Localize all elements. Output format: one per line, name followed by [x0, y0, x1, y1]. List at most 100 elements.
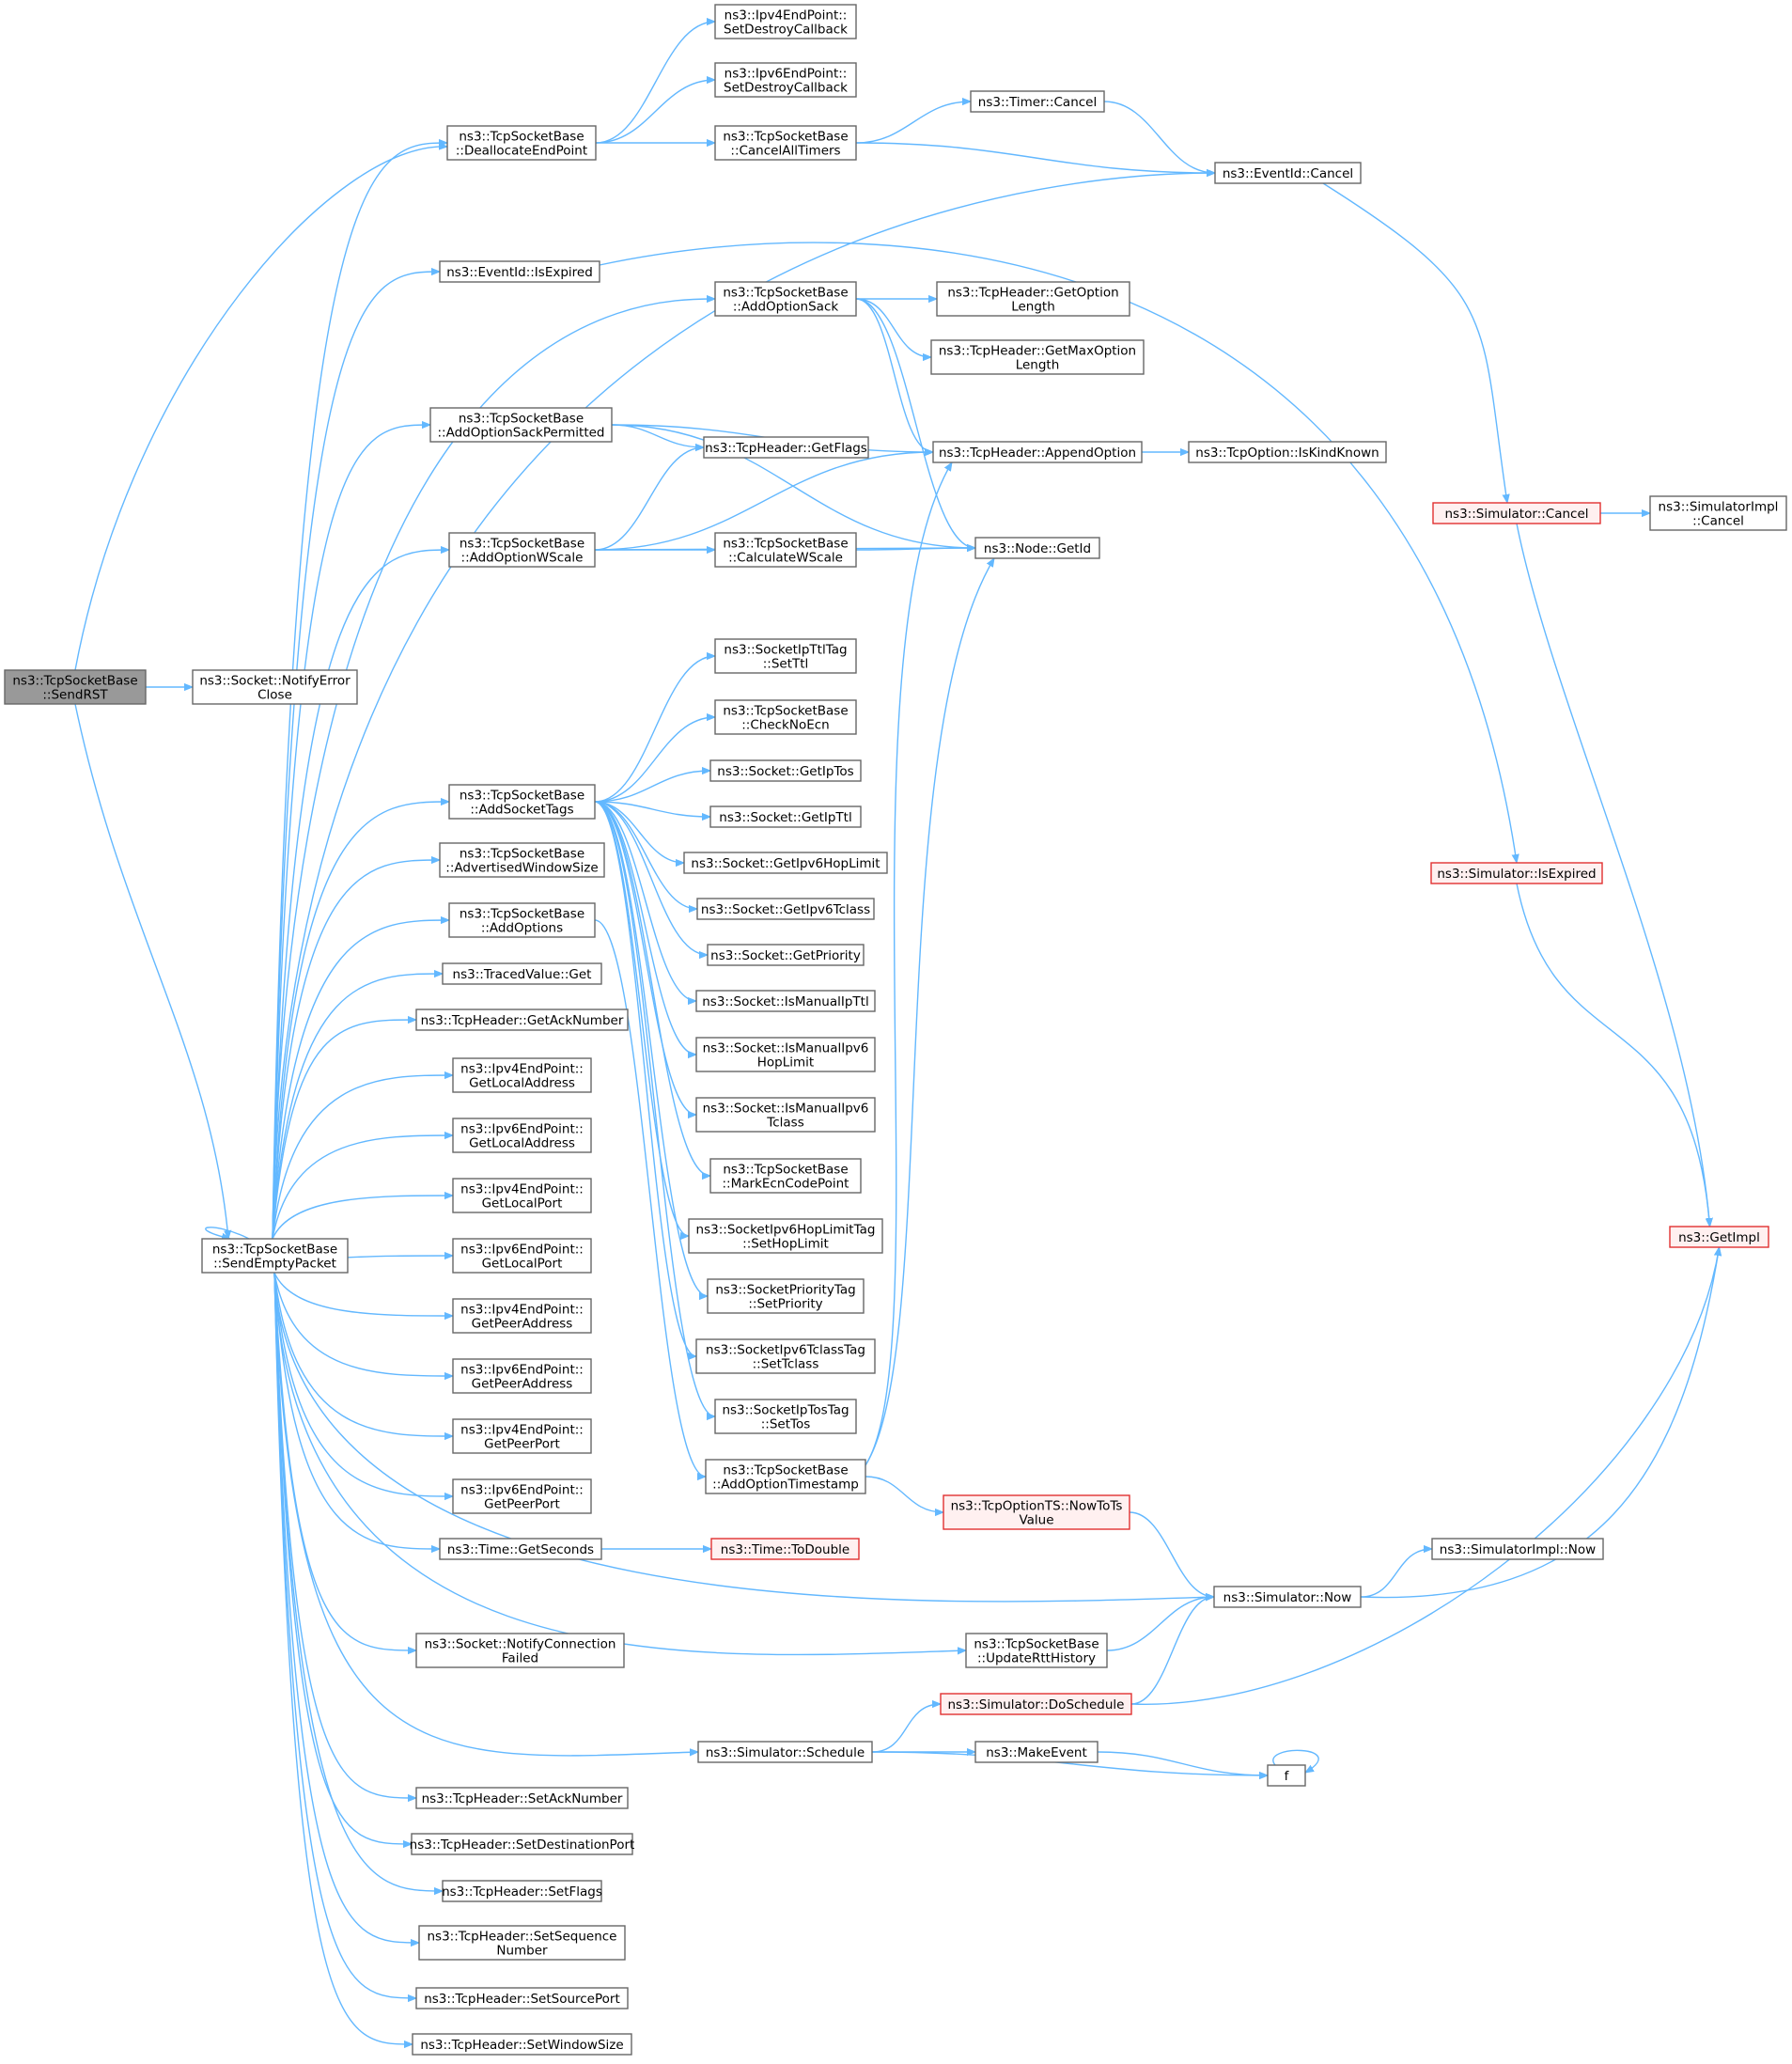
edge-sendemptypacket-to-timegetseconds: [273, 1272, 440, 1549]
edge-cancelalltimers-to-timercancel: [855, 102, 971, 144]
edge-addoptiontimestamp-to-nodegetid: [865, 558, 994, 1466]
node-getipv6hoplimit[interactable]: ns3::Socket::GetIpv6HopLimit: [683, 852, 888, 874]
node-checknoecn[interactable]: ns3::TcpSocketBase::CheckNoEcn: [714, 699, 857, 735]
node-setdestinationport[interactable]: ns3::TcpHeader::SetDestinationPort: [410, 1833, 635, 1855]
node-addsockettags[interactable]: ns3::TcpSocketBase::AddSocketTags: [448, 784, 596, 820]
node-simulatorcancel[interactable]: ns3::Simulator::Cancel: [1432, 502, 1601, 524]
node-cancelalltimers[interactable]: ns3::TcpSocketBase::CancelAllTimers: [714, 125, 857, 161]
node-doschedule[interactable]: ns3::Simulator::DoSchedule: [940, 1693, 1132, 1715]
node-simulatorimplnow[interactable]: ns3::SimulatorImpl::Now: [1431, 1538, 1604, 1560]
node-addoptiontimestamp[interactable]: ns3::TcpSocketBase::AddOptionTimestamp: [705, 1459, 866, 1494]
node-ipv6setdestroy[interactable]: ns3::Ipv6EndPoint::SetDestroyCallback: [714, 62, 857, 98]
node-ipv4getpeerport[interactable]: ns3::Ipv4EndPoint::GetPeerPort: [452, 1418, 592, 1454]
node-timetodouble[interactable]: ns3::Time::ToDouble: [710, 1538, 860, 1560]
node-box: [703, 436, 869, 459]
node-label: ns3::MakeEvent: [986, 1745, 1087, 1760]
node-updatertthistory[interactable]: ns3::TcpSocketBase::UpdateRttHistory: [965, 1633, 1108, 1668]
node-nodegetid[interactable]: ns3::Node::GetId: [974, 537, 1100, 559]
node-sendemptypacket[interactable]: ns3::TcpSocketBase::SendEmptyPacket: [201, 1238, 349, 1274]
node-getflags[interactable]: ns3::TcpHeader::GetFlags: [703, 436, 869, 459]
edge-sendrst-to-sendemptypacket: [74, 703, 228, 1239]
node-box: [439, 1538, 602, 1560]
edge-simulatorschedule-to-f: [871, 1751, 1268, 1775]
node-getipv6tclass[interactable]: ns3::Socket::GetIpv6Tclass: [696, 898, 875, 920]
node-simulatorisexpired[interactable]: ns3::Simulator::IsExpired: [1430, 862, 1603, 884]
node-label: ns3::Node::GetId: [984, 541, 1091, 556]
node-timegetseconds[interactable]: ns3::Time::GetSeconds: [439, 1538, 602, 1560]
node-box: [1213, 1586, 1362, 1608]
node-tracedvalueget[interactable]: ns3::TracedValue::Get: [442, 962, 602, 985]
node-box: [452, 1358, 592, 1394]
node-setsourceport[interactable]: ns3::TcpHeader::SetSourcePort: [415, 1987, 629, 2009]
node-box: [714, 125, 857, 161]
node-eventidisexpired[interactable]: ns3::EventId::IsExpired: [439, 260, 600, 283]
node-ipv4getpeeraddress[interactable]: ns3::Ipv4EndPoint::GetPeerAddress: [452, 1298, 592, 1334]
node-label: ns3::TcpHeader::GetOption: [947, 286, 1118, 301]
node-addoptions[interactable]: ns3::TcpSocketBase::AddOptions: [448, 902, 596, 938]
node-addoptionsackpermitted[interactable]: ns3::TcpSocketBase::AddOptionSackPermitt…: [429, 407, 613, 443]
node-simulatorimplcancel[interactable]: ns3::SimulatorImpl::Cancel: [1649, 495, 1787, 531]
node-label: Length: [1016, 358, 1060, 373]
node-simulatorschedule[interactable]: ns3::Simulator::Schedule: [697, 1741, 873, 1763]
node-getpriority[interactable]: ns3::Socket::GetPriority: [707, 944, 865, 966]
node-label: ::SetTos: [761, 1417, 811, 1432]
node-advertisedwindowsize[interactable]: ns3::TcpSocketBase::AdvertisedWindowSize: [439, 842, 605, 878]
node-getiptos[interactable]: ns3::Socket::GetIpTos: [709, 759, 862, 782]
node-box: [695, 1338, 876, 1374]
node-appendoption[interactable]: ns3::TcpHeader::AppendOption: [932, 441, 1143, 463]
node-setwindowsize[interactable]: ns3::TcpHeader::SetWindowSize: [412, 2033, 632, 2056]
node-label: GetLocalPort: [482, 1196, 563, 1212]
node-box: [1267, 1764, 1306, 1787]
node-simulatornow[interactable]: ns3::Simulator::Now: [1213, 1586, 1362, 1608]
node-box: [415, 1787, 629, 1809]
node-label: ns3::TcpHeader::SetAckNumber: [422, 1791, 623, 1806]
node-f[interactable]: f: [1267, 1764, 1306, 1787]
node-makeevent[interactable]: ns3::MakeEvent: [974, 1741, 1099, 1763]
node-ipv6getpeerport[interactable]: ns3::Ipv6EndPoint::GetPeerPort: [452, 1478, 592, 1514]
edge-addsockettags-to-socketprioritytagset: [594, 801, 709, 1296]
node-box: [1669, 1226, 1769, 1248]
node-eventidcancel[interactable]: ns3::EventId::Cancel: [1214, 162, 1362, 184]
node-box: [1214, 162, 1362, 184]
node-calculatewscale[interactable]: ns3::TcpSocketBase::CalculateWScale: [714, 532, 857, 568]
node-setacknumber[interactable]: ns3::TcpHeader::SetAckNumber: [415, 1787, 629, 1809]
node-timercancel[interactable]: ns3::Timer::Cancel: [970, 90, 1105, 113]
node-label: ::SendRST: [42, 688, 108, 703]
node-label: ns3::Timer::Cancel: [978, 95, 1097, 110]
node-socketiptostagset[interactable]: ns3::SocketIpTosTag::SetTos: [714, 1399, 857, 1434]
node-label: ns3::SocketIpv6TclassTag: [706, 1343, 865, 1358]
node-markecncodepoint[interactable]: ns3::TcpSocketBase::MarkEcnCodePoint: [709, 1158, 862, 1194]
node-setflags[interactable]: ns3::TcpHeader::SetFlags: [442, 1880, 602, 1902]
edge-eventidcancel-to-simulatorcancel: [1322, 182, 1507, 503]
node-ipv4getlocaladdress[interactable]: ns3::Ipv4EndPoint::GetLocalAddress: [452, 1057, 592, 1093]
node-iskindknown[interactable]: ns3::TcpOption::IsKindKnown: [1188, 441, 1387, 463]
node-ismanualipttl[interactable]: ns3::Socket::IsManualIpTtl: [695, 990, 876, 1012]
node-label: GetPeerPort: [484, 1437, 560, 1452]
node-getimpl[interactable]: ns3::GetImpl: [1669, 1226, 1769, 1248]
node-addoptionsack[interactable]: ns3::TcpSocketBase::AddOptionSack: [714, 281, 857, 317]
node-label: ns3::Ipv4EndPoint::: [460, 1062, 584, 1077]
node-getacknumber[interactable]: ns3::TcpHeader::GetAckNumber: [415, 1009, 629, 1031]
node-socketipv6tclasstagset[interactable]: ns3::SocketIpv6TclassTag::SetTclass: [695, 1338, 876, 1374]
node-ipv6getlocaladdress[interactable]: ns3::Ipv6EndPoint::GetLocalAddress: [452, 1118, 592, 1153]
node-socketprioritytagset[interactable]: ns3::SocketPriorityTag::SetPriority: [707, 1278, 865, 1314]
node-sendrst[interactable]: ns3::TcpSocketBase::SendRST: [4, 669, 147, 705]
node-socketipttltagsetttl[interactable]: ns3::SocketIpTtlTag::SetTtl: [714, 638, 857, 674]
node-ipv6getlocalport[interactable]: ns3::Ipv6EndPoint::GetLocalPort: [452, 1238, 592, 1274]
node-deallocateendpoint[interactable]: ns3::TcpSocketBase::DeallocateEndPoint: [446, 125, 597, 161]
node-addoptionwscale[interactable]: ns3::TcpSocketBase::AddOptionWScale: [448, 532, 596, 568]
node-ipv6getpeeraddress[interactable]: ns3::Ipv6EndPoint::GetPeerAddress: [452, 1358, 592, 1394]
node-getipttl[interactable]: ns3::Socket::GetIpTtl: [709, 805, 862, 828]
edge-addsockettags-to-ismanualipv6tclass: [594, 801, 697, 1115]
node-socketipv6hoplimittagset[interactable]: ns3::SocketIpv6HopLimitTag::SetHopLimit: [688, 1218, 883, 1254]
node-ipv4getlocalport[interactable]: ns3::Ipv4EndPoint::GetLocalPort: [452, 1178, 592, 1213]
node-ipv4setdestroy[interactable]: ns3::Ipv4EndPoint::SetDestroyCallback: [714, 4, 857, 39]
